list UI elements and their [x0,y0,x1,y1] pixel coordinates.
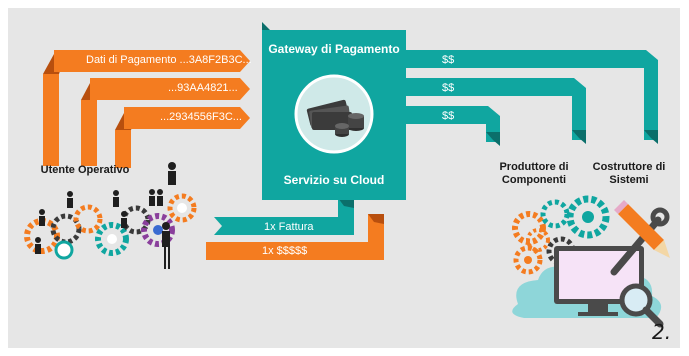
gateway-title: Gateway di Pagamento [268,42,400,56]
diagram-graphics [24,22,670,328]
payment-label-1: Dati di Pagamento ...3A8F2B3C... [86,54,252,66]
payout-ribbon-3 [404,106,500,146]
figure-number: 2. [652,320,672,344]
diagram-canvas: Dati di Pagamento ...3A8F2B3C... ...93AA… [8,8,680,348]
invoice-label: 1x Fattura [264,221,314,233]
payout-label-3: $$ [442,110,455,122]
cash-label: 1x $$$$$ [262,245,308,257]
component-maker-label: Produttore di Componenti [499,161,569,186]
systems-illustration [512,195,670,328]
payout-label-2: $$ [442,82,455,94]
gateway-box [262,22,406,200]
payment-label-2: ...93AA4821... [168,82,238,94]
user-gears-illustration [24,162,197,269]
payment-ribbon-2 [81,78,250,166]
payment-label-3: ...2934556F3C... [160,111,242,123]
system-builder-label: Costruttore di Sistemi [592,161,666,186]
invoice-ribbon [214,198,354,235]
payment-ribbon-3 [115,107,250,168]
gateway-subtitle: Servizio su Cloud [283,173,385,187]
payout-ribbon-2 [404,78,586,144]
pencil-icon [614,200,670,258]
cash-ribbon [206,214,384,260]
magnifier-icon [619,283,664,328]
payout-label-1: $$ [442,54,455,66]
people-icon [35,162,176,269]
money-stack-icon [306,99,364,137]
user-label: Utente Operativo [40,164,130,176]
payout-ribbon-1 [404,50,658,144]
payment-ribbon-1 [43,50,250,166]
